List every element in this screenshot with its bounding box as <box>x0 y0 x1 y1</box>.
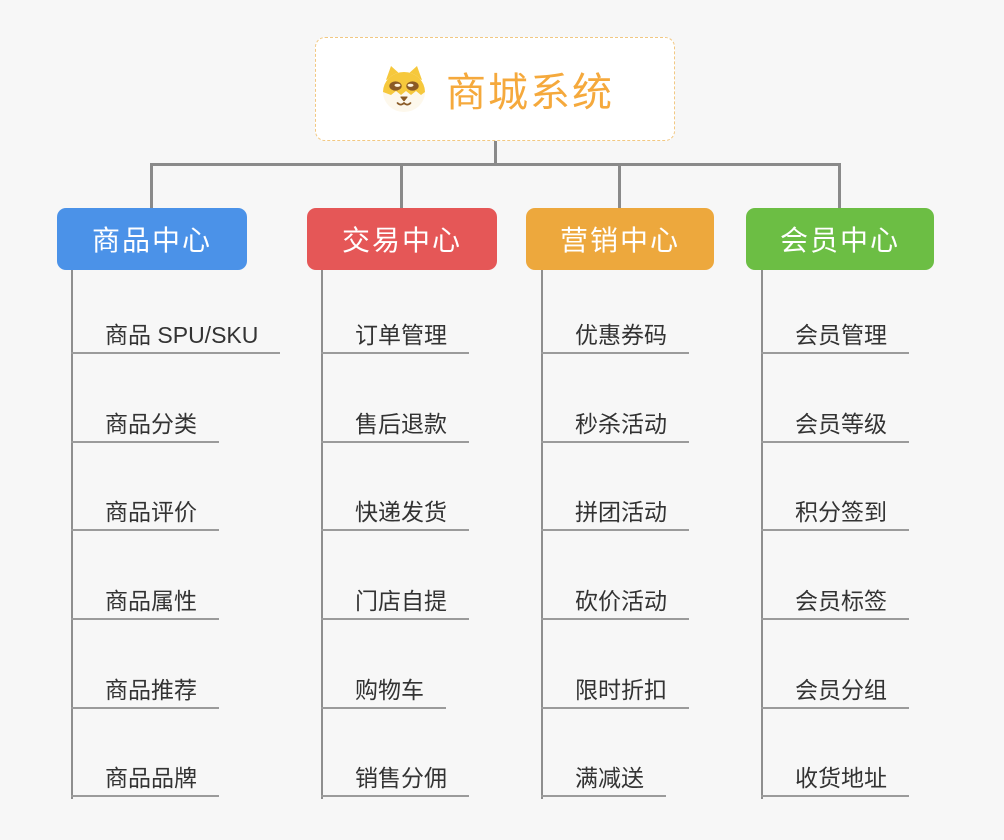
connector-branch-drop <box>400 163 403 209</box>
connector-root-drop <box>494 141 497 166</box>
dog-icon <box>376 63 432 115</box>
leaf-node[interactable]: 砍价活动 <box>541 584 689 620</box>
branch-label: 交易中心 <box>341 225 462 256</box>
leaf-node[interactable]: 订单管理 <box>321 318 469 354</box>
branch-label: 营销中心 <box>559 225 680 256</box>
leaf-node[interactable]: 积分签到 <box>761 495 909 531</box>
leaf-node[interactable]: 会员标签 <box>761 584 909 620</box>
leaf-node[interactable]: 会员等级 <box>761 407 909 443</box>
leaf-node[interactable]: 商品品牌 <box>71 761 219 797</box>
leaf-node[interactable]: 商品分类 <box>71 407 219 443</box>
leaf-node[interactable]: 收货地址 <box>761 761 909 797</box>
leaf-node[interactable]: 商品推荐 <box>71 673 219 709</box>
connector-branch-drop <box>838 163 841 209</box>
leaf-node[interactable]: 会员管理 <box>761 318 909 354</box>
column-guide-line <box>761 270 763 799</box>
leaf-node[interactable]: 限时折扣 <box>541 673 689 709</box>
leaf-node[interactable]: 拼团活动 <box>541 495 689 531</box>
branch-label: 商品中心 <box>91 225 212 256</box>
leaf-node[interactable]: 商品属性 <box>71 584 219 620</box>
branch-member-center[interactable]: 会员中心 <box>746 208 934 270</box>
leaf-node[interactable]: 售后退款 <box>321 407 469 443</box>
column-guide-line <box>71 270 73 799</box>
leaf-node[interactable]: 商品 SPU/SKU <box>71 318 281 354</box>
branch-label: 会员中心 <box>779 225 900 256</box>
connector-horizontal-bus <box>150 163 841 166</box>
leaf-node[interactable]: 秒杀活动 <box>541 407 689 443</box>
column-guide-line <box>321 270 323 799</box>
leaf-node[interactable]: 商品评价 <box>71 495 219 531</box>
branch-trade-center[interactable]: 交易中心 <box>307 208 497 270</box>
root-node[interactable]: 商城系统 <box>315 37 675 141</box>
root-title: 商城系统 <box>446 71 614 115</box>
connector-branch-drop <box>618 163 621 209</box>
column-guide-line <box>541 270 543 799</box>
leaf-node[interactable]: 满减送 <box>541 761 666 797</box>
leaf-node[interactable]: 会员分组 <box>761 673 909 709</box>
connector-branch-drop <box>150 163 153 209</box>
branch-marketing-center[interactable]: 营销中心 <box>526 208 714 270</box>
leaf-node[interactable]: 优惠券码 <box>541 318 689 354</box>
leaf-node[interactable]: 门店自提 <box>321 584 469 620</box>
leaf-node[interactable]: 购物车 <box>321 673 446 709</box>
leaf-node[interactable]: 销售分佣 <box>321 761 469 797</box>
branch-product-center[interactable]: 商品中心 <box>57 208 247 270</box>
leaf-node[interactable]: 快递发货 <box>321 495 469 531</box>
